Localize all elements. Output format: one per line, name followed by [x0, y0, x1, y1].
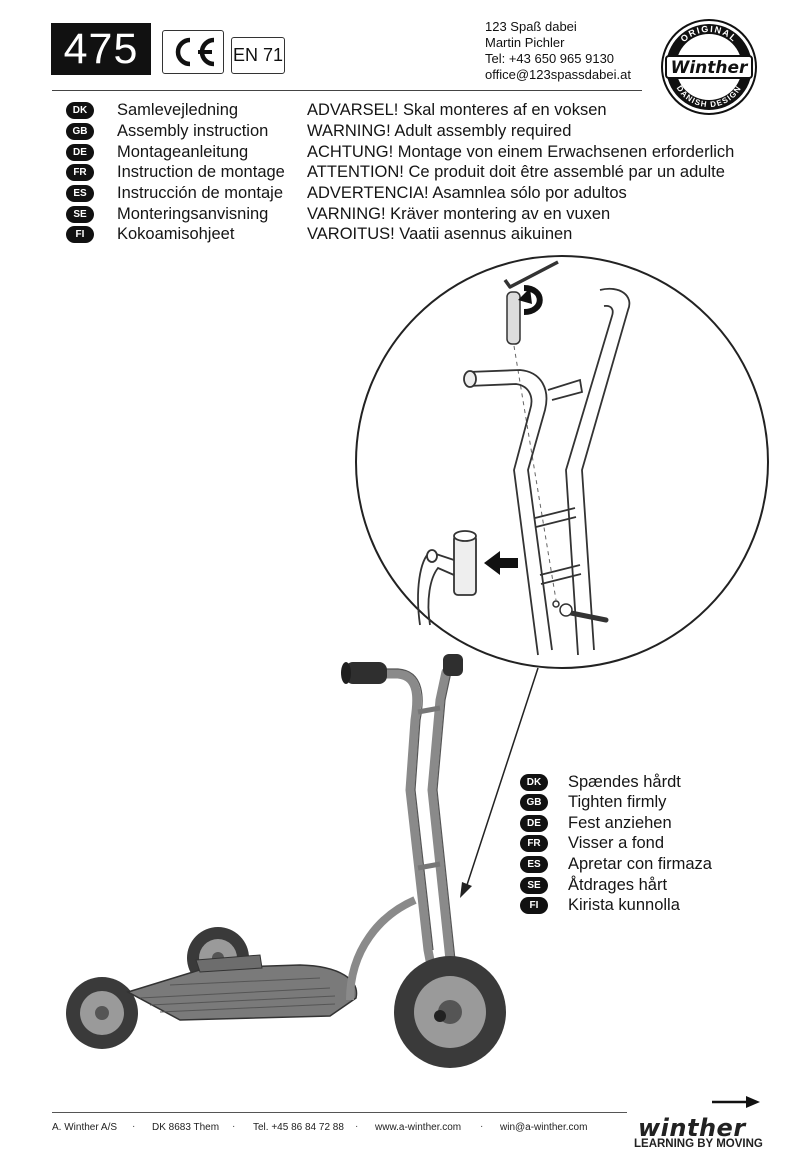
- dealer-email[interactable]: office@123spassdabei.at: [485, 67, 631, 82]
- footer-phone: Tel. +45 86 84 72 88: [253, 1122, 344, 1133]
- lang-row-fi: FI Kokoamisohjeet VAROITUS! Vaatii asenn…: [66, 224, 766, 244]
- lang-row-fr: FR Instruction de montage ATTENTION! Ce …: [66, 162, 766, 182]
- lang-badge: DE: [66, 144, 94, 161]
- lang-title: Monteringsanvisning: [117, 205, 269, 223]
- footer-brand-logo: winther LEARNING BY MOVING: [632, 1112, 763, 1152]
- lang-badge: ES: [520, 856, 548, 873]
- tighten-row-se: SE Åtdrages hårt: [520, 875, 780, 895]
- tighten-row-es: ES Apretar con firmaza: [520, 854, 780, 874]
- front-wheel: [394, 956, 506, 1068]
- fork-detail: [417, 530, 477, 626]
- lang-warning: VARNING! Kräver montering av en vuxen: [307, 205, 611, 223]
- lang-row-de: DE Montageanleitung ACHTUNG! Montage von…: [66, 142, 766, 162]
- tighten-text: Spændes hårdt: [568, 773, 681, 791]
- footer-email[interactable]: win@a-winther.com: [500, 1122, 588, 1133]
- footer-address: DK 8683 Them: [152, 1122, 220, 1133]
- deck: [126, 954, 358, 1021]
- dealer-info: 123 Spaß dabei Martin Pichler Tel: +43 6…: [485, 19, 631, 83]
- rotate-arrow-icon: [518, 285, 543, 315]
- lang-title: Montageanleitung: [117, 143, 249, 161]
- footer-web[interactable]: www.a-winther.com: [375, 1122, 462, 1133]
- lang-title: Kokoamisohjeet: [117, 225, 235, 243]
- lang-badge: FI: [66, 226, 94, 243]
- model-number: 475: [51, 23, 151, 75]
- dealer-name: 123 Spaß dabei: [485, 19, 577, 34]
- tighten-text: Tighten firmly: [568, 793, 667, 811]
- push-arrow-icon: [484, 551, 518, 575]
- footer-divider: [52, 1112, 627, 1113]
- lang-title: Instrucción de montaje: [117, 184, 284, 202]
- winther-seal-icon: ORIGINAL DANISH DESIGN Winther: [661, 19, 757, 115]
- lang-badge: DK: [66, 102, 94, 119]
- allen-key-icon: [503, 260, 559, 289]
- wrench-icon: [552, 600, 609, 623]
- tighten-row-gb: GB Tighten firmly: [520, 792, 780, 812]
- lang-badge: FR: [520, 835, 548, 852]
- ce-mark-icon: [162, 30, 224, 74]
- dealer-contact: Martin Pichler: [485, 35, 565, 50]
- lang-row-se: SE Monteringsanvisning VARNING! Kräver m…: [66, 204, 766, 224]
- dealer-phone: Tel: +43 650 965 9130: [485, 51, 615, 66]
- lang-row-es: ES Instrucción de montaje ADVERTENCIA! A…: [66, 183, 766, 203]
- rear-wheel-left: [66, 977, 138, 1049]
- tighten-row-de: DE Fest anziehen: [520, 813, 780, 833]
- tighten-text: Kirista kunnolla: [568, 896, 680, 914]
- lang-badge: FI: [520, 897, 548, 914]
- tighten-row-fi: FI Kirista kunnolla: [520, 895, 780, 915]
- next-page-arrow-icon[interactable]: [712, 1094, 760, 1110]
- handle-grip: [341, 654, 463, 684]
- footer-separator: ·: [132, 1121, 136, 1132]
- header-divider: [52, 90, 642, 91]
- tighten-text: Apretar con firmaza: [568, 855, 712, 873]
- seal-brand: Winther: [671, 58, 749, 78]
- lang-warning: ATTENTION! Ce produit doit être assemblé…: [307, 163, 725, 181]
- tighten-row-fr: FR Visser a fond: [520, 833, 780, 853]
- lang-title: Samlevejledning: [117, 101, 239, 119]
- lang-badge: ES: [66, 185, 94, 202]
- lang-warning: WARNING! Adult assembly required: [307, 122, 572, 140]
- lang-badge: GB: [66, 123, 94, 140]
- tighten-text: Fest anziehen: [568, 814, 672, 832]
- lang-badge: DE: [520, 815, 548, 832]
- lang-warning: ACHTUNG! Montage von einem Erwachsenen e…: [307, 143, 735, 161]
- footer-separator: ·: [232, 1121, 236, 1132]
- lang-warning: ADVERTENCIA! Asamnlea sólo por adultos: [307, 184, 627, 202]
- footer-company: A. Winther A/S: [52, 1122, 118, 1133]
- lang-row-gb: GB Assembly instruction WARNING! Adult a…: [66, 121, 766, 141]
- tighten-text: Åtdrages hårt: [568, 876, 668, 894]
- lang-title: Assembly instruction: [117, 122, 269, 140]
- footer-separator: ·: [480, 1121, 484, 1132]
- footer-separator: ·: [355, 1121, 359, 1132]
- lang-badge: SE: [66, 206, 94, 223]
- rear-wheel-right: [187, 927, 249, 989]
- lang-row-dk: DK Samlevejledning ADVARSEL! Skal monter…: [66, 100, 766, 120]
- detail-circle: [355, 255, 769, 669]
- tighten-row-dk: DK Spændes hårdt: [520, 772, 780, 792]
- lang-warning: VAROITUS! Vaatii asennus aikuinen: [307, 225, 573, 243]
- bolt-icon: [506, 291, 521, 345]
- lang-badge: FR: [66, 164, 94, 181]
- handlebar-detail: [463, 287, 631, 656]
- lang-title: Instruction de montage: [117, 163, 285, 181]
- frame: [367, 667, 467, 1017]
- scooter-illustration: [66, 654, 506, 1068]
- lang-badge: DK: [520, 774, 548, 791]
- lang-badge: GB: [520, 794, 548, 811]
- lang-warning: ADVARSEL! Skal monteres af en voksen: [307, 101, 607, 119]
- lang-badge: SE: [520, 877, 548, 894]
- leader-arrowhead-icon: [460, 882, 472, 898]
- standard-label: EN 71: [231, 37, 285, 74]
- tighten-text: Visser a fond: [568, 834, 665, 852]
- brand-wordmark: winther: [638, 1114, 746, 1142]
- brand-tagline: LEARNING BY MOVING: [634, 1138, 763, 1150]
